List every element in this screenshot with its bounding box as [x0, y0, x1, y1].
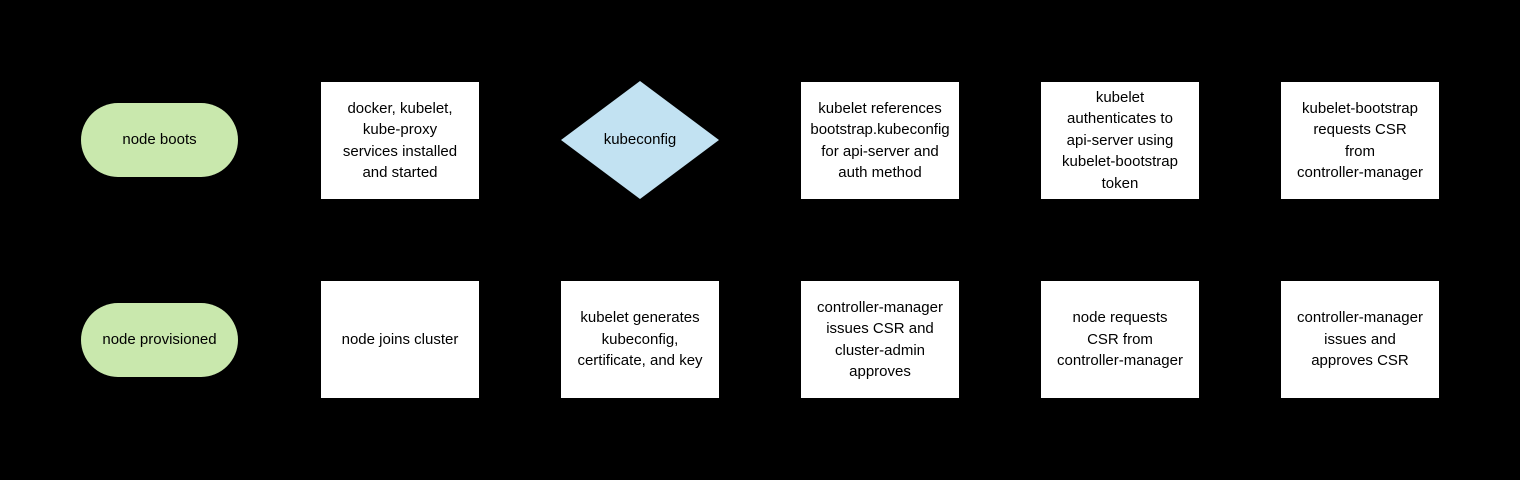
node-label: kubelet-bootstrap requests CSR from cont… — [1297, 99, 1423, 182]
node-shape-kubelet-references-bootstrap[interactable]: kubelet references bootstrap.kubeconfig … — [801, 82, 959, 199]
node-shape-node-provisioned[interactable]: node provisioned — [81, 303, 238, 377]
node-label: kubeconfig — [603, 131, 677, 149]
node-shape-controller-manager-issues-approves[interactable]: controller-manager issues and approves C… — [1281, 281, 1439, 398]
node-shape-services-installed[interactable]: docker, kubelet, kube-proxy services ins… — [321, 82, 479, 199]
node-label: docker, kubelet, kube-proxy services ins… — [342, 99, 458, 182]
node-label: node joins cluster — [341, 330, 459, 348]
node-shape-controller-manager-issues-csr[interactable]: controller-manager issues CSR and cluste… — [801, 281, 959, 398]
node-shape-kubeconfig[interactable]: kubeconfig — [561, 81, 719, 199]
node-shape-kubelet-authenticates[interactable]: kubelet authenticates to api-server usin… — [1041, 82, 1199, 199]
node-label: controller-manager issues and approves C… — [1297, 309, 1423, 370]
node-label: kubelet generates kubeconfig, certificat… — [577, 309, 703, 370]
node-label: node boots — [122, 131, 197, 149]
node-shape-node-requests-csr[interactable]: node requests CSR from controller-manage… — [1041, 281, 1199, 398]
node-shape-node-boots[interactable]: node boots — [81, 103, 238, 177]
node-label: kubelet authenticates to api-server usin… — [1062, 88, 1178, 192]
node-label: node requests CSR from controller-manage… — [1057, 309, 1183, 370]
node-label: kubelet references bootstrap.kubeconfig … — [810, 99, 950, 182]
node-label: node provisioned — [102, 331, 217, 349]
node-shape-kubelet-generates[interactable]: kubelet generates kubeconfig, certificat… — [561, 281, 719, 398]
node-shape-kubelet-bootstrap-requests-csr[interactable]: kubelet-bootstrap requests CSR from cont… — [1281, 82, 1439, 199]
node-shape-node-joins-cluster[interactable]: node joins cluster — [321, 281, 479, 398]
node-label: controller-manager issues CSR and cluste… — [817, 298, 943, 381]
